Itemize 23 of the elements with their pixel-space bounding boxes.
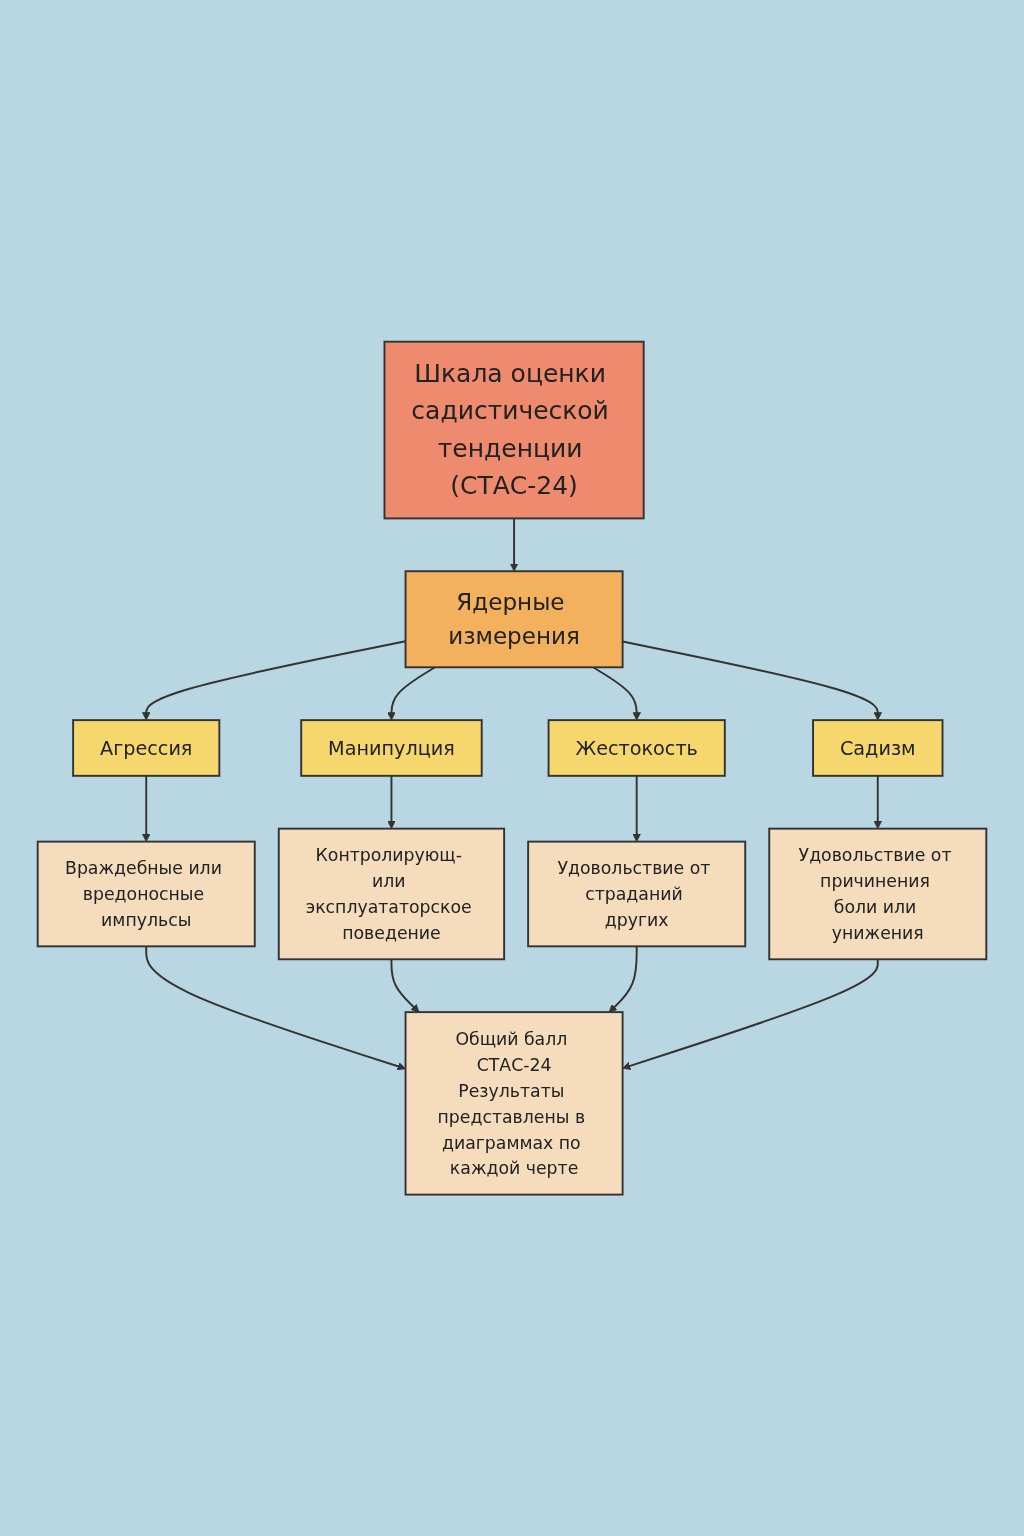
node-box — [812, 719, 944, 777]
node-box — [527, 840, 747, 948]
node-box — [277, 827, 506, 961]
arrow — [387, 774, 396, 829]
arrow — [873, 774, 882, 829]
arrow — [390, 958, 420, 1013]
flowchart: Шкала оценки садистической тенденции (СТАС-24) Ядерные измерения Агрессия Манипулция Жестокость Садизм Враждебные или вредоносные импульсы Контролирующ- или эксплуататорское поведение Удовольствие от страданий других Удовольствие от причинения боли или унижения Общий балл СТАС-24 Результаты представлены в диаграммах по каждой черте — [30, 333, 994, 1203]
node-box — [383, 340, 645, 520]
node-box — [300, 719, 483, 777]
arrow — [145, 945, 406, 1071]
arrow — [387, 666, 436, 721]
arrow — [632, 774, 641, 842]
node-box — [404, 570, 624, 669]
node-box — [404, 1011, 624, 1196]
node-box — [72, 719, 221, 777]
node-box — [547, 719, 726, 777]
arrow — [608, 945, 638, 1013]
arrow — [622, 958, 879, 1070]
arrow — [509, 517, 519, 572]
node-box — [768, 827, 988, 961]
node-box — [36, 840, 256, 948]
arrow — [592, 666, 641, 721]
arrow — [142, 774, 151, 842]
